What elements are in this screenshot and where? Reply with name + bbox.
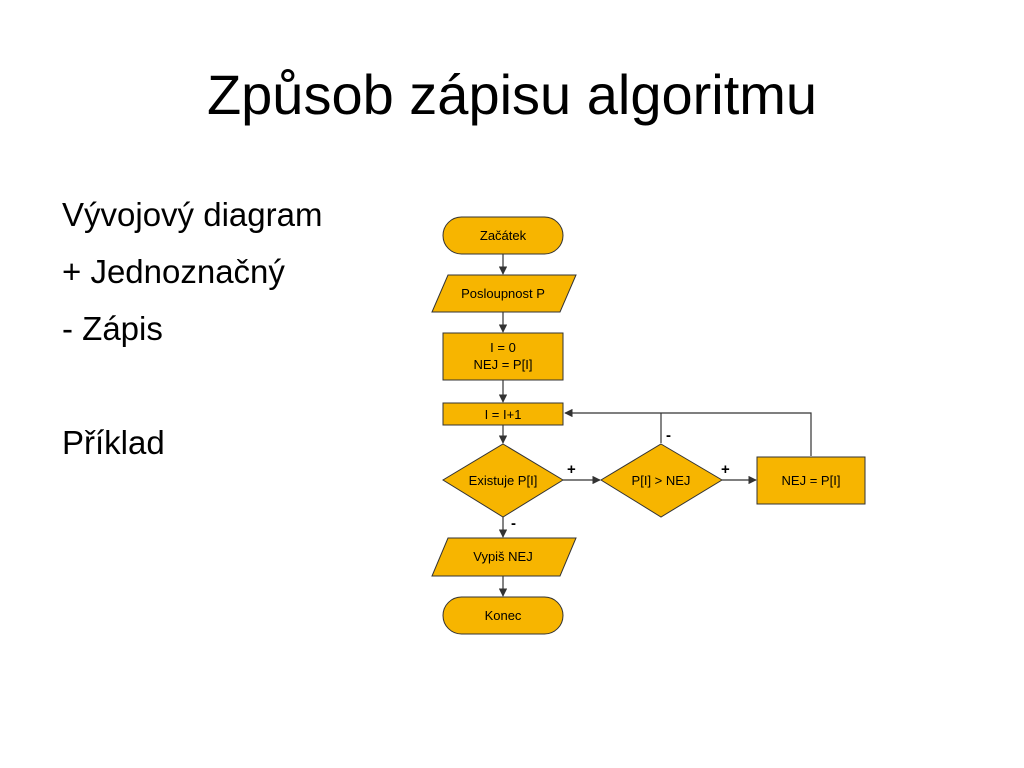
exists-node xyxy=(442,443,564,518)
output-node xyxy=(431,537,577,577)
init-label-line1: I = 0 xyxy=(490,340,516,355)
edge-label-compare-yes: + xyxy=(721,461,730,478)
init-label-line2: NEJ = P[I] xyxy=(474,357,533,372)
bullet-item: Příklad xyxy=(62,424,165,461)
edge-assign-loop xyxy=(564,408,812,456)
increment-node xyxy=(442,402,564,426)
bullet-list: Vývojový diagram + Jednoznačný - Zápis P… xyxy=(62,186,322,471)
compare-label: P[I] > NEJ xyxy=(632,473,691,488)
bullet-item: Vývojový diagram xyxy=(62,196,323,233)
init-node xyxy=(442,332,564,381)
input-label: Posloupnost P xyxy=(461,286,545,301)
increment-label: I = I+1 xyxy=(485,407,522,422)
edge-label-exists-no: - xyxy=(511,515,516,532)
assign-label: NEJ = P[I] xyxy=(782,473,841,488)
end-label: Konec xyxy=(485,608,522,623)
exists-label: Existuje P[I] xyxy=(469,473,538,488)
bullet-item: - Zápis xyxy=(62,310,163,347)
bullet-item: + Jednoznačný xyxy=(62,253,285,290)
end-node xyxy=(442,596,564,635)
edge-label-exists-yes: + xyxy=(567,461,576,478)
slide-title: Způsob zápisu algoritmu xyxy=(206,63,818,126)
flowchart-nodes: Začátek Posloupnost P I = 0 NEJ = P[I] I… xyxy=(431,216,866,635)
assign-node xyxy=(756,456,866,505)
start-node xyxy=(442,216,564,255)
compare-node xyxy=(600,443,723,518)
start-label: Začátek xyxy=(480,228,527,243)
edge-label-compare-no: - xyxy=(666,427,671,444)
input-node xyxy=(431,274,577,313)
output-label: Vypiš NEJ xyxy=(473,549,532,564)
